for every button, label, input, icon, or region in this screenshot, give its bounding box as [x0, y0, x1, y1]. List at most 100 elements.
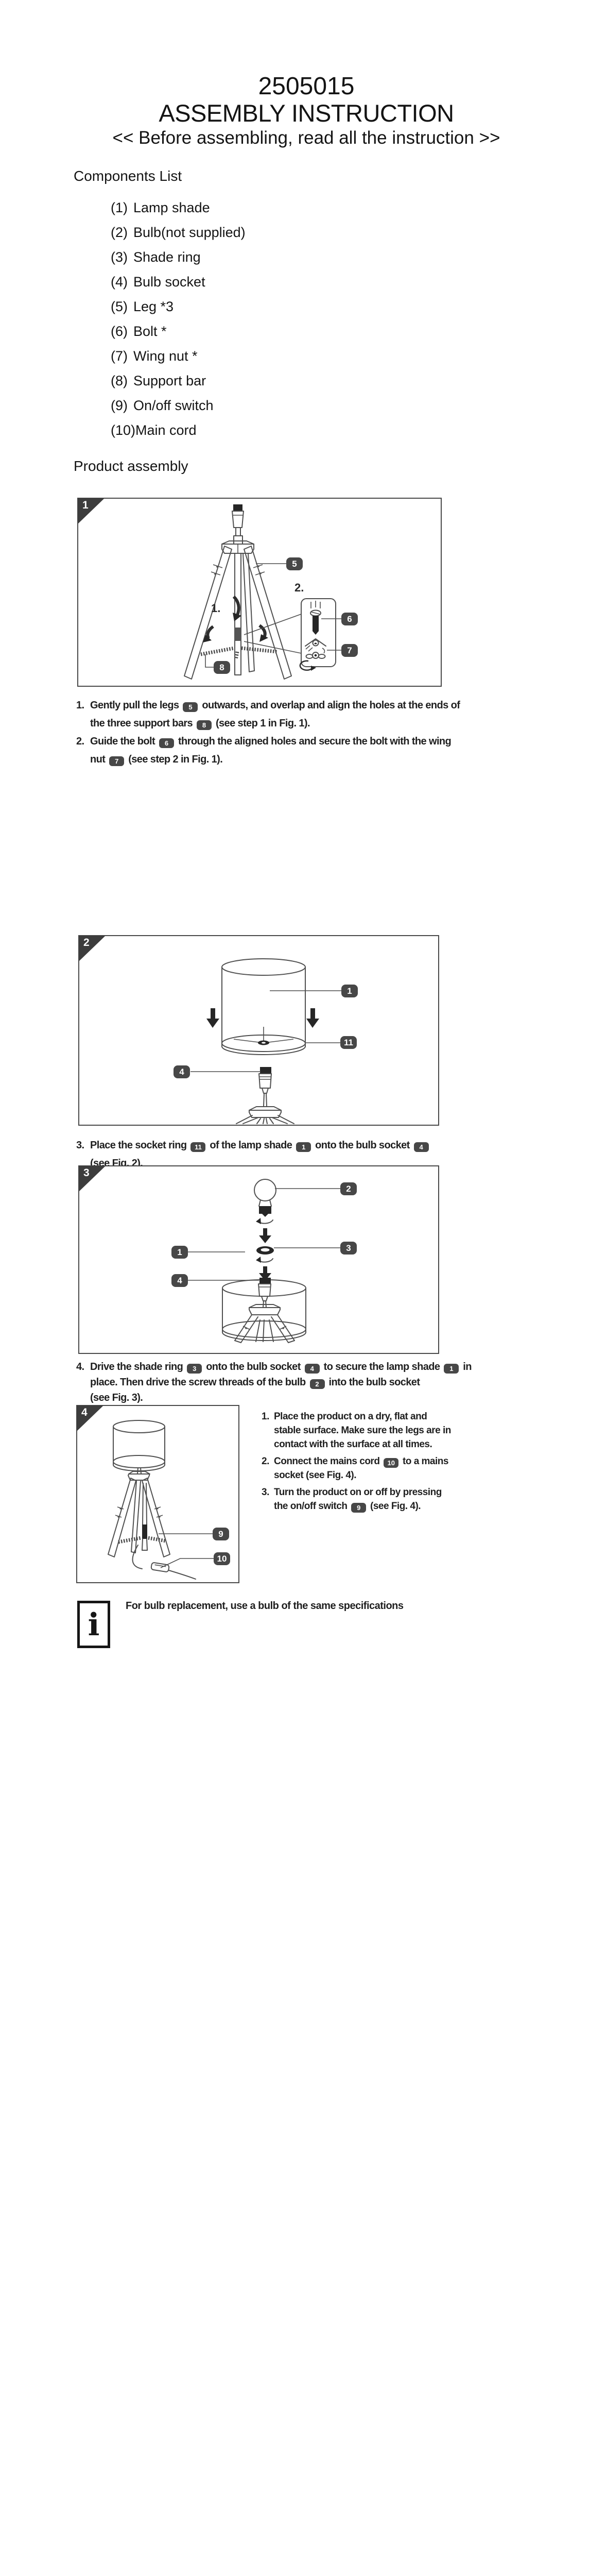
component-number: (6): [111, 324, 128, 339]
component-label: Support bar: [133, 373, 206, 388]
fig3-caption: 4. Drive the shade ring 3 onto the bulb s…: [76, 1359, 478, 1405]
info-box: i: [77, 1601, 110, 1648]
step-number: 2.: [76, 736, 84, 747]
step-text-line: the three support bars 8 (see step 1 in …: [90, 718, 310, 730]
info-icon: i: [88, 1607, 100, 1643]
part-badge-4: 4: [171, 1274, 188, 1287]
assembly-heading: Product assembly: [74, 458, 188, 474]
component-label: Shade ring: [133, 249, 201, 265]
component-number: (3): [111, 249, 128, 265]
step-text-line: contact with the surface at all times.: [274, 1439, 432, 1450]
step-text-line: Turn the product on or off by pressing: [274, 1487, 442, 1498]
part-badge-1: 1: [341, 985, 358, 997]
component-item: (9) On/off switch: [111, 398, 246, 413]
inline-part-badge-9: 9: [351, 1503, 367, 1513]
component-label: Bulb(not supplied): [133, 225, 246, 240]
component-label: On/off switch: [133, 398, 214, 413]
instruction-step: 2. Guide the bolt 6 through the aligned h…: [76, 733, 478, 769]
figure-reference: Fig. 3: [112, 1392, 137, 1403]
part-badge-2: 2: [340, 1182, 357, 1195]
fig3-bulb-drawing: [188, 1179, 340, 1343]
inline-part-badge-6: 6: [159, 738, 174, 748]
instruction-step: 3. Turn the product on or off by pressing…: [262, 1485, 478, 1513]
fig4-lamp-drawing: [108, 1420, 214, 1580]
component-item: (6) Bolt *: [111, 324, 246, 339]
page-subtitle: << Before assembling, read all the instr…: [112, 128, 500, 148]
fig1-caption: 1. Gently pull the legs 5 outwards, and o…: [76, 697, 478, 769]
step-text-line: (see Fig. 3).: [90, 1392, 143, 1403]
figure-reference: Fig. 4: [326, 1470, 351, 1481]
component-item: (2) Bulb(not supplied): [111, 225, 246, 240]
step-number: 3.: [76, 1140, 84, 1151]
figure-reference: Fig. 1: [279, 718, 304, 729]
instruction-step: 4. Drive the shade ring 3 onto the bulb s…: [76, 1359, 478, 1405]
inline-part-badge-5: 5: [183, 702, 198, 712]
step-number: 4.: [76, 1361, 84, 1372]
inline-part-badge-11: 11: [190, 1142, 206, 1152]
inline-part-badge-10: 10: [384, 1458, 399, 1468]
figure-reference: Fig. 4: [391, 1501, 415, 1512]
step-text-line: Connect the mains cord 10 to a mains: [274, 1456, 448, 1468]
step-text-line: place. Then drive the screw threads of t…: [90, 1377, 420, 1389]
components-heading: Components List: [74, 168, 182, 184]
component-item: (5) Leg *3: [111, 299, 246, 314]
instruction-step: 1. Gently pull the legs 5 outwards, and o…: [76, 697, 478, 733]
component-number: (7): [111, 348, 128, 364]
inline-part-badge-4: 4: [413, 1142, 429, 1152]
component-label: Bulb socket: [133, 274, 205, 290]
component-item: (10)Main cord: [111, 422, 246, 438]
component-label: Lamp shade: [133, 200, 210, 215]
step-text-line: Drive the shade ring 3 onto the bulb soc…: [90, 1361, 472, 1374]
component-number: (5): [111, 299, 128, 314]
part-badge-1: 1: [171, 1246, 188, 1259]
figure-step-label: 1.: [211, 602, 221, 615]
figure-step-label: 2.: [294, 581, 304, 594]
fig1-tripod-drawing: [184, 504, 341, 680]
step-text-line: Place the product on a dry, flat and: [274, 1411, 427, 1422]
component-item: (8) Support bar: [111, 373, 246, 388]
step-text-line: nut 7 (see step 2 in Fig. 1).: [90, 754, 223, 766]
step-number: 3.: [262, 1487, 269, 1498]
instruction-step: 1. Place the product on a dry, flat and st…: [262, 1410, 478, 1451]
step-text-line: the on/off switch 9 (see Fig. 4).: [274, 1501, 421, 1513]
step-text-line: Guide the bolt 6 through the aligned hol…: [90, 736, 452, 748]
inline-part-badge-7: 7: [109, 756, 125, 766]
fig2-shade-drawing: [190, 958, 341, 1124]
fig4-steps: 1. Place the product on a dry, flat and st…: [262, 1410, 478, 1516]
inline-part-badge-8: 8: [197, 720, 212, 730]
part-badge-8: 8: [214, 661, 230, 674]
step-number: 1.: [262, 1411, 269, 1422]
component-item: (4) Bulb socket: [111, 274, 246, 290]
component-number: (2): [111, 225, 128, 240]
components-list: (1) Lamp shade (2) Bulb(not supplied) (3) Sha…: [111, 200, 246, 447]
step-text-line: stable surface. Make sure the legs are i…: [274, 1425, 451, 1436]
component-label: Main cord: [135, 422, 197, 438]
step-text-line: Place the socket ring 11 of the lamp sha…: [90, 1137, 478, 1155]
component-number: (4): [111, 274, 128, 290]
inline-part-badge-4: 4: [304, 1364, 320, 1374]
inline-part-badge-3: 3: [187, 1364, 202, 1374]
part-badge-7: 7: [341, 644, 358, 657]
component-number: (10): [111, 422, 136, 438]
component-number: (9): [111, 398, 128, 413]
component-label: Bolt *: [133, 324, 167, 339]
inline-part-badge-2: 2: [309, 1379, 325, 1389]
step-text-line: Gently pull the legs 5 outwards, and ove…: [90, 700, 460, 712]
part-badge-4: 4: [174, 1065, 190, 1078]
page-title: ASSEMBLY INSTRUCTION: [159, 99, 454, 127]
inline-part-badge-1: 1: [444, 1364, 459, 1374]
part-number: 2505015: [258, 73, 355, 100]
step-number: 1.: [76, 700, 84, 711]
part-badge-9: 9: [213, 1528, 229, 1540]
step-number: 2.: [262, 1456, 269, 1467]
figure-reference: Fig. 1: [192, 754, 217, 765]
component-number: (1): [111, 200, 128, 215]
component-number: (8): [111, 373, 128, 388]
info-note: For bulb replacement, use a bulb of the …: [126, 1600, 404, 1612]
component-label: Leg *3: [133, 299, 174, 314]
